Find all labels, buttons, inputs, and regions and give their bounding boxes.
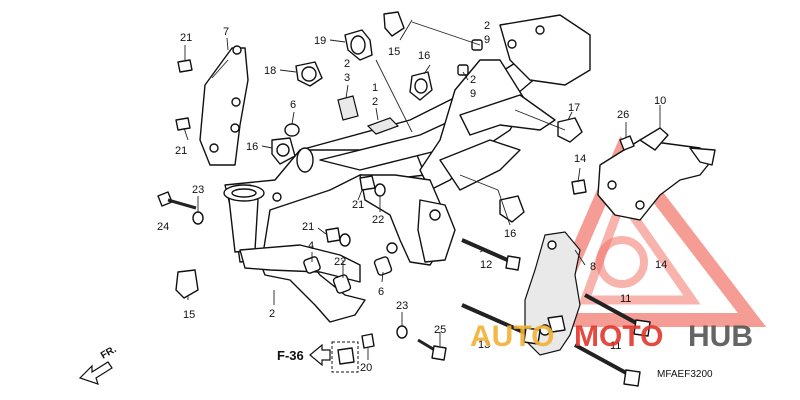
callout-25: 25 — [434, 324, 446, 336]
callout-14: 14 — [655, 259, 667, 271]
callout-20: 20 — [360, 362, 372, 374]
drawing-code: MFAEF3200 — [657, 369, 713, 380]
watermark-logo — [537, 136, 767, 327]
callout-11: 11 — [610, 340, 621, 352]
front-direction-arrow: FR. — [78, 344, 119, 385]
callout-1: 1 — [372, 82, 378, 94]
callout-21: 21 — [175, 145, 187, 157]
callouts: 21 7 19 18 2 3 1 2 15 2 9 16 2 9 6 21 16… — [157, 20, 667, 374]
rear-bracket-right — [597, 127, 716, 221]
callout-2: 2 — [484, 20, 490, 32]
callout-14: 14 — [574, 153, 586, 165]
callout-2: 2 — [269, 308, 275, 320]
fig-ref-block: F-36 — [277, 341, 359, 373]
callout-10: 10 — [654, 95, 666, 107]
callout-3: 3 — [344, 72, 350, 84]
callout-2: 2 — [470, 74, 476, 86]
callout-26: 26 — [617, 109, 629, 121]
callout-21: 21 — [352, 199, 364, 211]
callout-16: 16 — [246, 141, 258, 153]
callout-15: 15 — [183, 309, 195, 321]
callout-22: 22 — [372, 214, 384, 226]
watermark-text: AUTO MOTO HUB — [470, 320, 753, 353]
side-plate — [524, 231, 581, 356]
callout-19: 19 — [314, 35, 326, 47]
callout-11: 11 — [620, 293, 631, 305]
callout-4: 4 — [308, 240, 314, 252]
callout-7: 7 — [223, 26, 229, 38]
callout-24: 24 — [157, 221, 169, 233]
engine-hanger-bracket-left — [199, 45, 249, 166]
watermark-moto: MOTO — [574, 320, 663, 353]
callout-2: 2 — [344, 58, 350, 70]
callout-22: 22 — [334, 256, 346, 268]
callout-9: 9 — [470, 88, 476, 100]
watermark-hub: HUB — [688, 320, 753, 353]
leader-lines — [183, 19, 661, 360]
callout-6: 6 — [378, 286, 384, 298]
callout-21: 21 — [302, 221, 314, 233]
callout-15: 15 — [388, 46, 400, 58]
small-parts — [157, 11, 651, 387]
fig-ref-label: F-36 — [277, 348, 304, 363]
watermark-auto: AUTO — [470, 320, 554, 353]
main-frame — [223, 14, 591, 323]
callout-16: 16 — [418, 50, 430, 62]
callout-9: 9 — [484, 34, 490, 46]
front-direction-label: FR. — [99, 344, 119, 362]
callout-12: 12 — [480, 259, 492, 271]
callout-21: 21 — [180, 32, 192, 44]
callout-13: 13 — [478, 339, 490, 351]
callout-18: 18 — [264, 65, 276, 77]
callout-16: 16 — [504, 228, 516, 240]
callout-6: 6 — [290, 99, 296, 111]
callout-8: 8 — [590, 261, 596, 273]
callout-23: 23 — [396, 300, 408, 312]
callout-2: 2 — [372, 96, 378, 108]
callout-17: 17 — [568, 102, 580, 114]
callout-23: 23 — [192, 184, 204, 196]
